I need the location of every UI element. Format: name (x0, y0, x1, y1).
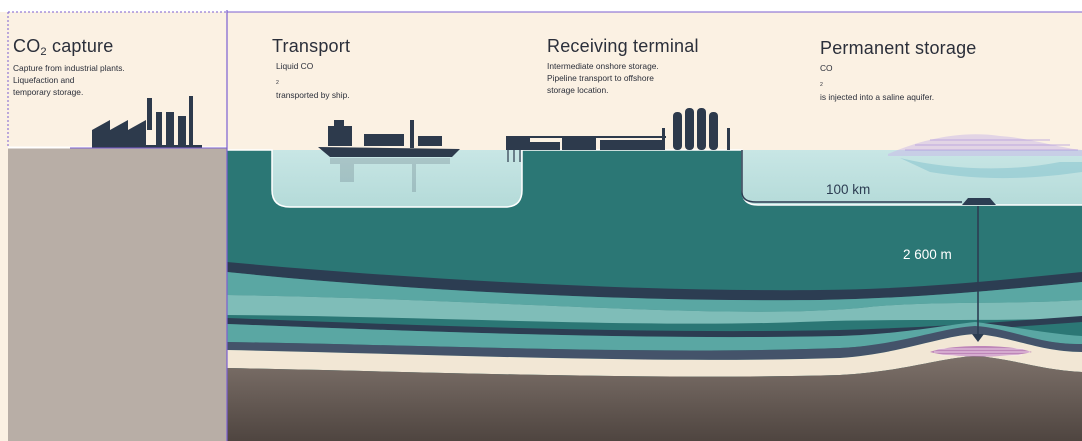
tank-icon (662, 108, 730, 150)
ship-icon (318, 120, 460, 157)
transport-desc-line: Liquid CO 2 (276, 60, 350, 89)
transport-description: Liquid CO 2 transported by ship. (276, 60, 350, 101)
terminal-icon (506, 136, 666, 150)
factory-icon (92, 96, 202, 148)
seabed-outline (227, 149, 1082, 208)
arrow-down-icon (972, 334, 984, 342)
storage-desc-sub: 2 (820, 82, 823, 88)
band-dark-upper (227, 262, 1082, 301)
transport-title: Transport (272, 36, 351, 56)
sand-layer (227, 334, 1082, 377)
terminal-desc-line: storage location. (547, 85, 609, 95)
transport-desc-main: Liquid CO (276, 61, 314, 71)
transport-desc-line: transported by ship. (276, 90, 350, 100)
capture-description: Capture from industrial plants. Liquefac… (13, 62, 125, 98)
ship-reflection (330, 158, 450, 192)
capture-title-main: CO (13, 36, 41, 56)
capture-desc-line: Liquefaction and (13, 75, 75, 85)
transport-desc-sub: 2 (276, 80, 279, 86)
storage-description: CO 2 is injected into a saline aquifer. (820, 62, 934, 103)
offshore-reflection (888, 134, 1082, 179)
capture-title-rest: capture (46, 36, 114, 56)
terminal-title: Receiving terminal (547, 36, 699, 56)
terminal-desc-line: Pipeline transport to offshore (547, 73, 654, 83)
band-light-1 (227, 272, 1082, 312)
caprock-layer (227, 326, 1082, 360)
storage-title: Permanent storage (820, 38, 977, 58)
band-light-2 (227, 295, 1082, 324)
pipeline-length-label: 100 km (826, 182, 871, 197)
injection-depth-label: 2 600 m (903, 247, 952, 262)
jetty (507, 150, 521, 162)
storage-desc-rest: is injected into a saline aquifer. (820, 92, 935, 102)
capture-title-sub: 2 (40, 46, 47, 58)
capture-title: CO2 capture (13, 36, 113, 58)
band-dark-lower (227, 316, 1082, 338)
bedrock (227, 356, 1082, 441)
storage-desc-main: CO (820, 63, 833, 73)
band-light-3 (227, 322, 1082, 351)
storage-desc-line: CO 2 is injected into a saline aquifer. (820, 62, 934, 103)
terminal-desc-line: Intermediate onshore storage. (547, 61, 659, 71)
pipeline (741, 150, 962, 203)
capture-desc-line: temporary storage. (13, 87, 84, 97)
terminal-description: Intermediate onshore storage. Pipeline t… (547, 60, 659, 96)
capture-desc-line: Capture from industrial plants. (13, 63, 125, 73)
platform-icon (962, 198, 996, 205)
reservoir-plume (930, 346, 1032, 357)
onshore-ground (8, 147, 227, 441)
